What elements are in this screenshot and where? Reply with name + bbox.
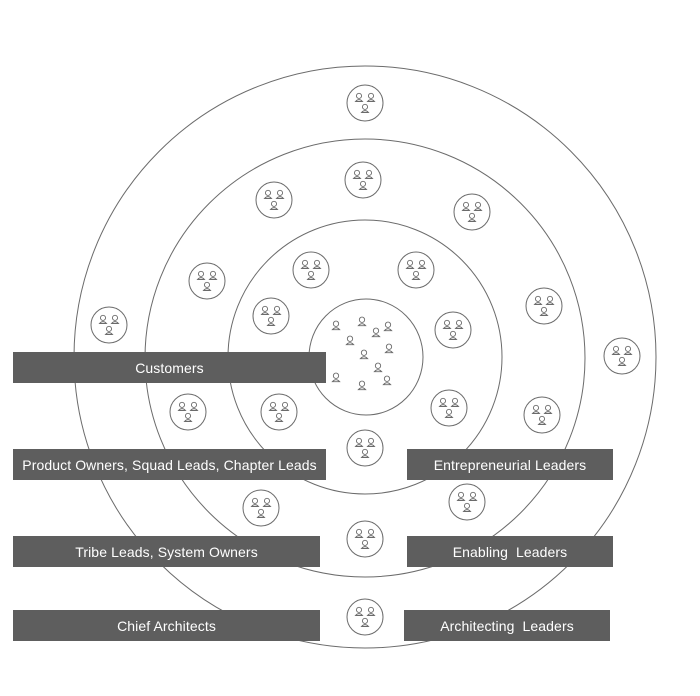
label-chief-architects: Chief Architects (13, 610, 320, 641)
person-icon (384, 343, 394, 354)
person-icon (345, 335, 355, 346)
person-icon (371, 327, 381, 338)
people-group-icon (346, 84, 384, 122)
label-entrepreneurial-leaders: Entrepreneurial Leaders (407, 449, 613, 480)
people-group-icon (255, 181, 293, 219)
person-icon (331, 320, 341, 331)
label-product-owners: Product Owners, Squad Leads, Chapter Lea… (13, 449, 326, 480)
label-tribe-leads: Tribe Leads, System Owners (13, 536, 320, 567)
person-icon (359, 349, 369, 360)
label-architecting-leaders: Architecting Leaders (404, 610, 610, 641)
people-group-icon (346, 520, 384, 558)
people-group-icon (242, 489, 280, 527)
people-groups (90, 84, 641, 636)
people-group-icon (346, 429, 384, 467)
people-group-icon (260, 393, 298, 431)
people-group-icon (430, 389, 468, 427)
people-group-icon (344, 161, 382, 199)
person-icon (357, 316, 367, 327)
person-icon (357, 380, 367, 391)
people-group-icon (90, 306, 128, 344)
label-customers: Customers (13, 352, 326, 383)
people-group-icon (292, 251, 330, 289)
people-group-icon (397, 251, 435, 289)
people-group-icon (188, 262, 226, 300)
person-icon (383, 321, 393, 332)
people-group-icon (346, 598, 384, 636)
person-icon (331, 372, 341, 383)
people-group-icon (523, 396, 561, 434)
people-group-icon (525, 287, 563, 325)
people-group-icon (434, 311, 472, 349)
label-enabling-leaders: Enabling Leaders (407, 536, 613, 567)
people-group-icon (169, 393, 207, 431)
inner-persons (331, 316, 394, 391)
people-group-icon (453, 193, 491, 231)
people-group-icon (448, 483, 486, 521)
person-icon (373, 362, 383, 373)
person-icon (382, 375, 392, 386)
people-group-icon (603, 337, 641, 375)
people-group-icon (252, 297, 290, 335)
